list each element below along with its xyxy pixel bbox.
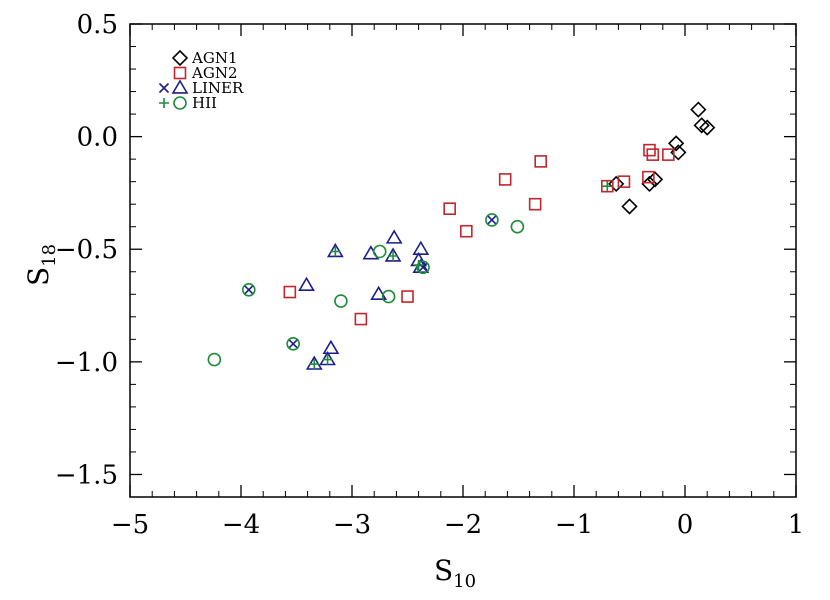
- agn2-square-point: [642, 170, 655, 184]
- hii-plus-point: [413, 260, 424, 271]
- x-axis-label-main: S: [434, 554, 453, 587]
- y-tick-label: 0.5: [77, 10, 118, 40]
- liner-triangle-point: [385, 229, 403, 244]
- y-tick-label: −0.5: [55, 235, 118, 265]
- agn2-square-point: [643, 143, 656, 157]
- agn2-square-point: [662, 148, 675, 161]
- agn2-square-point: [283, 285, 297, 299]
- hii-circle-point: [510, 219, 525, 234]
- legend-x-icon: [158, 82, 170, 94]
- liner-x-point: [486, 214, 497, 226]
- agn1-diamond-point: [621, 198, 638, 215]
- agn2-square-point: [617, 175, 631, 188]
- x-tick-label: −3: [333, 510, 371, 540]
- hii-plus-point: [330, 246, 341, 257]
- x-tick-label: −5: [111, 510, 149, 540]
- agn2-square-point: [600, 179, 614, 193]
- agn1-diamond-point: [667, 135, 685, 152]
- agn2-square-point: [443, 202, 456, 215]
- agn2-square-point: [354, 312, 368, 326]
- liner-triangle-point: [370, 285, 388, 300]
- legend-label: LINER: [192, 79, 244, 97]
- hii-plus-point: [388, 250, 399, 261]
- x-axis-label-sub: 10: [453, 571, 476, 592]
- legend-triangle-icon: [171, 79, 189, 94]
- hii-plus-point: [322, 354, 333, 365]
- agn1-diamond-point: [608, 175, 625, 193]
- legend-square-icon: [173, 66, 187, 80]
- data-points: [207, 101, 716, 370]
- hii-circle-point: [286, 337, 300, 351]
- y-axis-label-main: S: [22, 267, 55, 286]
- legend-diamond-icon: [171, 49, 189, 67]
- x-tick-label: 0: [677, 510, 694, 540]
- hii-circle-point: [416, 260, 430, 275]
- legend-circle-icon: [173, 96, 187, 110]
- x-tick-label: −1: [555, 510, 593, 540]
- y-tick-label: −1.0: [55, 348, 118, 378]
- hii-circle-point: [334, 294, 348, 308]
- y-tick-label: −1.5: [55, 460, 118, 490]
- legend-label: AGN1: [191, 49, 237, 67]
- x-tick-label: −2: [444, 510, 482, 540]
- agn1-diamond-point: [693, 117, 710, 134]
- liner-triangle-point: [412, 240, 430, 255]
- hii-circle-point: [381, 289, 396, 304]
- agn2-square-point: [498, 173, 512, 186]
- hii-circle-point: [241, 282, 256, 297]
- agn2-square-point: [401, 290, 414, 303]
- hii-circle-point: [485, 213, 499, 227]
- agn2-square-point: [534, 155, 548, 168]
- hii-plus-point: [309, 359, 320, 370]
- y-axis-label: S18: [22, 244, 60, 286]
- ticks: −5 −4 −3 −2 −1 0 1 −1.5 −1.0 −0.5 0.0 0.5: [55, 10, 804, 540]
- hii-plus-point: [602, 181, 613, 192]
- liner-triangle-point: [298, 276, 315, 291]
- x-tick-label: 1: [788, 510, 805, 540]
- hii-circle-point: [372, 244, 387, 259]
- legend-label: AGN2: [191, 64, 237, 82]
- agn1-diamond-point: [699, 119, 716, 136]
- x-tick-label: −4: [222, 510, 260, 540]
- agn1-diamond-point: [690, 101, 707, 118]
- x-axis-label: S10: [434, 554, 476, 592]
- agn2-square-point: [528, 197, 542, 211]
- liner-triangle-point: [322, 339, 340, 355]
- y-tick-label: 0.0: [77, 123, 118, 153]
- liner-x-point: [243, 284, 254, 295]
- y-axis-label-sub: 18: [39, 244, 60, 267]
- liner-x-point: [288, 338, 299, 349]
- agn2-square-point: [646, 148, 660, 161]
- hii-circle-point: [207, 352, 222, 367]
- legend-plus-icon: [159, 98, 169, 108]
- legend-label: HII: [192, 94, 217, 112]
- agn2-square-point: [460, 224, 473, 238]
